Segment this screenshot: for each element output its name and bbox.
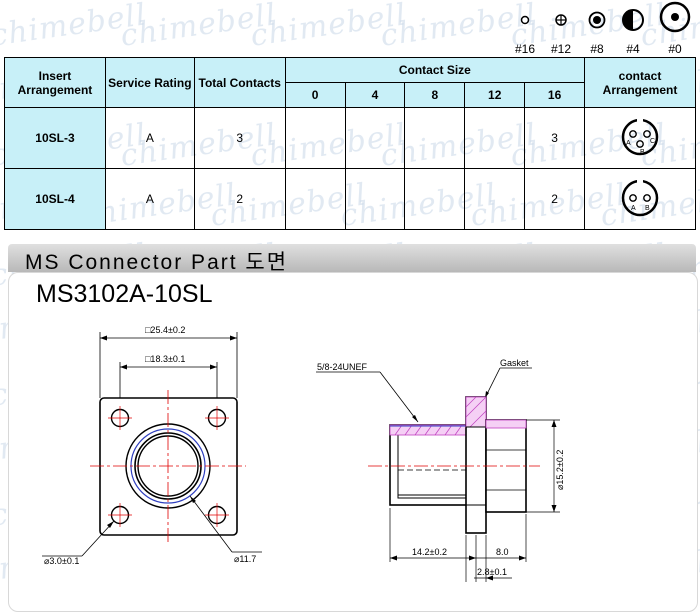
cell-total: 3: [193, 107, 286, 169]
dim-outer: □25.4±0.2: [145, 325, 185, 335]
contact-12-icon: [555, 14, 567, 26]
cell-total: 2: [193, 168, 286, 230]
legend-label: #8: [590, 42, 604, 56]
legend-item-16: #16: [506, 4, 544, 56]
pin-label: C: [650, 138, 655, 145]
front-view: □25.4±0.2 □18.3±0.1 ⌀3.0±0.1: [42, 325, 262, 566]
contact-size-legend: #16 #12 #8 #4 #0: [506, 1, 696, 56]
side-view: 5/8-24UNEF Gasket: [316, 358, 565, 582]
header-size-4: 4: [344, 82, 406, 108]
legend-label: #4: [626, 42, 640, 56]
header-total-contacts: Total Contacts: [193, 57, 286, 108]
table-row: 10SL-3 A 3 3 A B C: [4, 107, 696, 169]
pin-label: A: [631, 205, 636, 212]
cell-count: [404, 107, 466, 169]
cell-count: [284, 168, 346, 230]
dim-diameter: ⌀15.2±0.2: [555, 450, 565, 490]
cell-arrangement: 10SL-4: [4, 168, 106, 230]
dim-length: 14.2±0.2: [412, 547, 447, 557]
specification-table: Insert Arrangement Service Rating Total …: [4, 57, 696, 230]
arrangement-10sl3-icon: A B C: [621, 117, 659, 156]
header-size-8: 8: [404, 82, 466, 108]
header-insert-arrangement: Insert Arrangement: [4, 57, 106, 108]
dim-flange-thickness: 2.8±0.1: [477, 567, 507, 577]
header-contact-size: Contact Size: [284, 57, 586, 83]
label-gasket: Gasket: [500, 358, 529, 368]
pin-label: B: [645, 205, 650, 212]
header-service-rating: Service Rating: [104, 57, 195, 108]
header-contact-arrangement: contact Arrangement: [584, 57, 696, 108]
cell-arrangement-diagram: A B: [584, 168, 696, 230]
section-title: MS Connector Part 도면: [25, 251, 289, 274]
contact-8-icon: [588, 11, 606, 29]
legend-label: #16: [514, 42, 536, 56]
dim-hole: ⌀3.0±0.1: [44, 556, 79, 566]
contact-4-icon: [622, 9, 644, 31]
header-size-12: 12: [464, 82, 526, 108]
cell-count: [284, 107, 346, 169]
contact-16-icon: [520, 15, 530, 25]
legend-label: #12: [550, 42, 572, 56]
section-header-bar: [8, 244, 696, 272]
pin-label: B: [640, 149, 645, 156]
table-row: 10SL-4 A 2 2 A B: [4, 168, 696, 230]
dim-bore: ⌀11.7: [234, 554, 256, 564]
legend-item-8: #8: [578, 4, 616, 56]
contact-0-icon: [659, 1, 691, 33]
legend-item-0: #0: [654, 1, 696, 56]
dim-inner: □18.3±0.1: [145, 354, 185, 364]
header-size-0: 0: [284, 82, 346, 108]
dim-flange-length: 8.0: [496, 547, 509, 557]
pin-label: A: [626, 140, 631, 147]
part-number: MS3102A-10SL: [36, 280, 213, 308]
legend-label: #0: [668, 42, 682, 56]
legend-item-12: #12: [542, 4, 580, 56]
legend-item-4: #4: [614, 4, 652, 56]
label-thread: 5/8-24UNEF: [317, 362, 368, 372]
cell-count: [464, 168, 526, 230]
cell-service: A: [104, 168, 195, 230]
header-size-16: 16: [524, 82, 586, 108]
cell-arrangement: 10SL-3: [4, 107, 106, 169]
arrangement-10sl4-icon: A B: [621, 178, 659, 216]
